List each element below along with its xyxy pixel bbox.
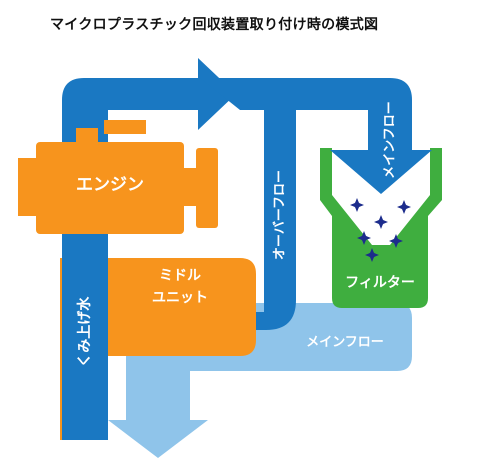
filter-container [320,148,442,308]
engine-label: エンジン [76,175,144,195]
microplastic-particles [350,198,411,262]
main-flow-bottom-label: メインフロー [306,335,384,350]
middle-unit-label-line2: ユニット [152,290,208,306]
middle-unit-label-line1: ミドル [159,268,201,284]
main-flow-right-pipe [200,78,432,194]
pump-water-label: くみ上げ水 [76,296,93,368]
middle-unit [60,258,256,440]
over-flow-label: オーバーフロー [273,170,288,260]
over-flow-path [216,100,296,352]
pump-water-column [62,236,108,440]
engine-block [18,120,218,234]
filter-label: フィルター [345,275,415,291]
main-flow-top-label: メインフロー [383,101,398,179]
diagram-title: マイクロプラスチック回収装置取り付け時の模式図 [50,17,379,33]
